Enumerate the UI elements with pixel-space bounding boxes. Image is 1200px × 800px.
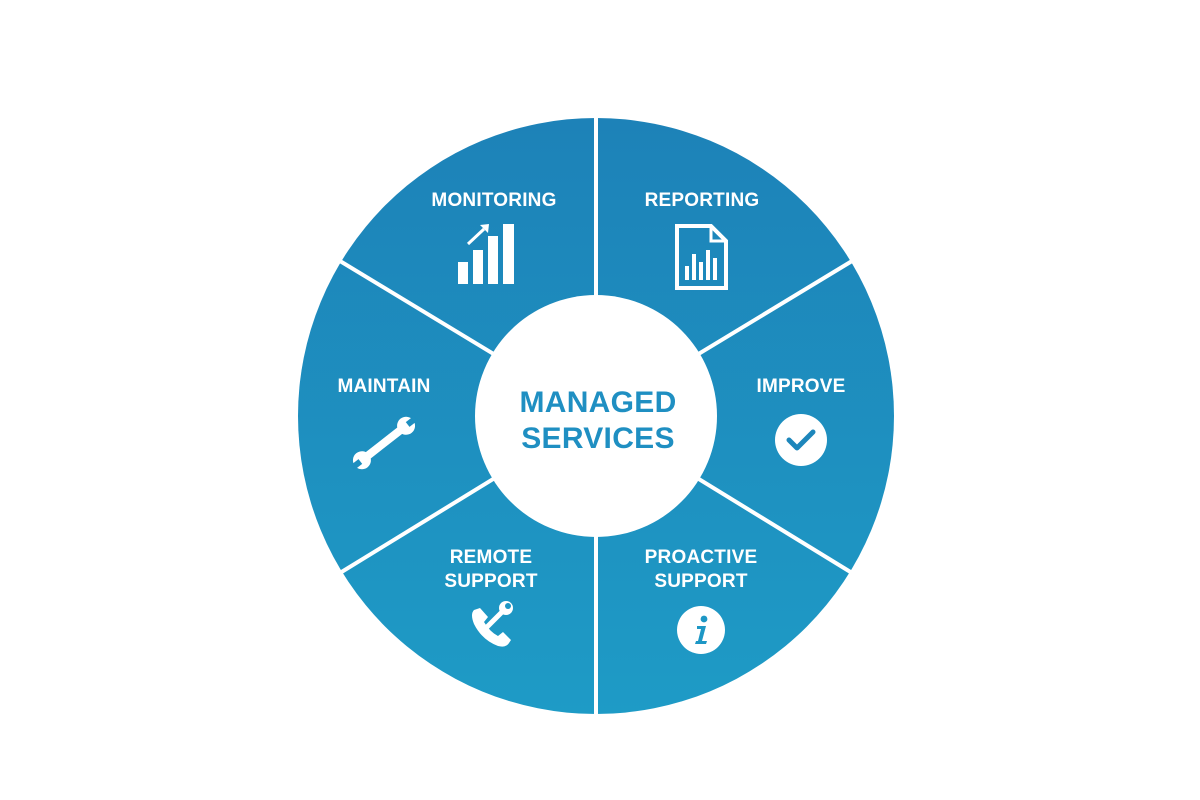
phone-wrench-icon <box>472 601 513 647</box>
segment-label-monitoring: MONITORING <box>431 190 556 211</box>
segment-monitoring: MONITORING <box>431 190 556 284</box>
checkmark-circle-icon <box>775 414 827 466</box>
segment-proactive-support: PROACTIVE SUPPORT <box>645 547 758 654</box>
segment-label-reporting: REPORTING <box>645 190 760 211</box>
center-hub <box>475 295 717 537</box>
segment-dividers <box>333 110 859 722</box>
segment-maintain: MAINTAIN <box>337 376 430 470</box>
center-title-line2: SERVICES <box>521 422 675 455</box>
segment-label-remote-line2: SUPPORT <box>444 571 537 592</box>
segment-remote-support: REMOTE SUPPORT <box>444 547 538 647</box>
report-document-icon <box>675 224 728 290</box>
segment-label-remote-line1: REMOTE <box>450 547 532 568</box>
segment-reporting: REPORTING <box>645 190 760 290</box>
info-circle-icon <box>677 606 725 654</box>
wrench-icon <box>350 416 418 470</box>
center-title-line1: MANAGED <box>519 386 676 419</box>
segment-label-maintain: MAINTAIN <box>337 376 430 397</box>
segment-label-proactive-line2: SUPPORT <box>654 571 747 592</box>
bar-chart-trend-icon <box>458 224 514 284</box>
segment-label-improve: IMPROVE <box>756 376 845 397</box>
segment-label-proactive-line1: PROACTIVE <box>645 547 758 568</box>
segment-improve: IMPROVE <box>756 376 845 466</box>
